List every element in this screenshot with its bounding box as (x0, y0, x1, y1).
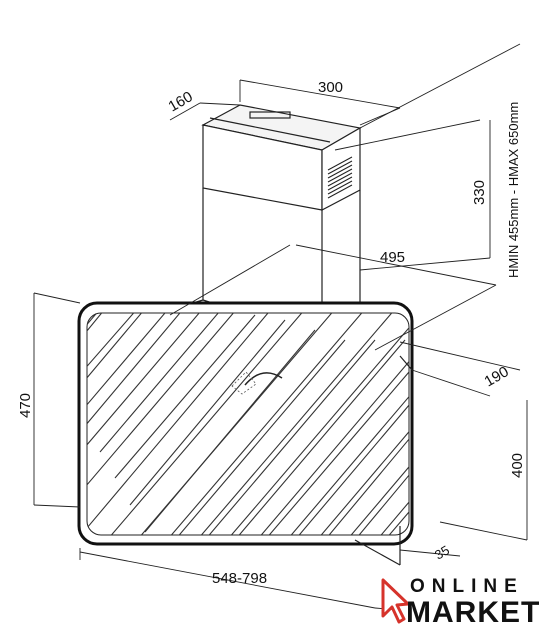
dim-chimney-width: 300 (318, 79, 343, 96)
cursor-icon (381, 578, 410, 624)
logo-line2: MARKET (406, 596, 541, 629)
dim-total-width: 548-798 (212, 570, 267, 587)
logo-line1: ONLINE (410, 576, 524, 597)
chimney-cover (201, 104, 362, 211)
dim-front-height: 400 (509, 453, 526, 478)
dimension-lines (33, 43, 528, 611)
hood-bottom (354, 355, 413, 566)
dim-chimney-depth: 160 (166, 88, 196, 115)
online-market-logo: ONLINE MARKET (380, 576, 540, 632)
dim-height-range: HMIN 455mm - HMAX 650mm (506, 102, 521, 278)
vent-grille (327, 156, 353, 199)
dim-hood-depth: 495 (380, 249, 405, 266)
glass-panel (77, 301, 414, 546)
dim-bottom-offset: 35 (432, 542, 452, 562)
dim-glass-height: 470 (17, 393, 34, 418)
dim-chimney-height: 330 (471, 180, 488, 205)
